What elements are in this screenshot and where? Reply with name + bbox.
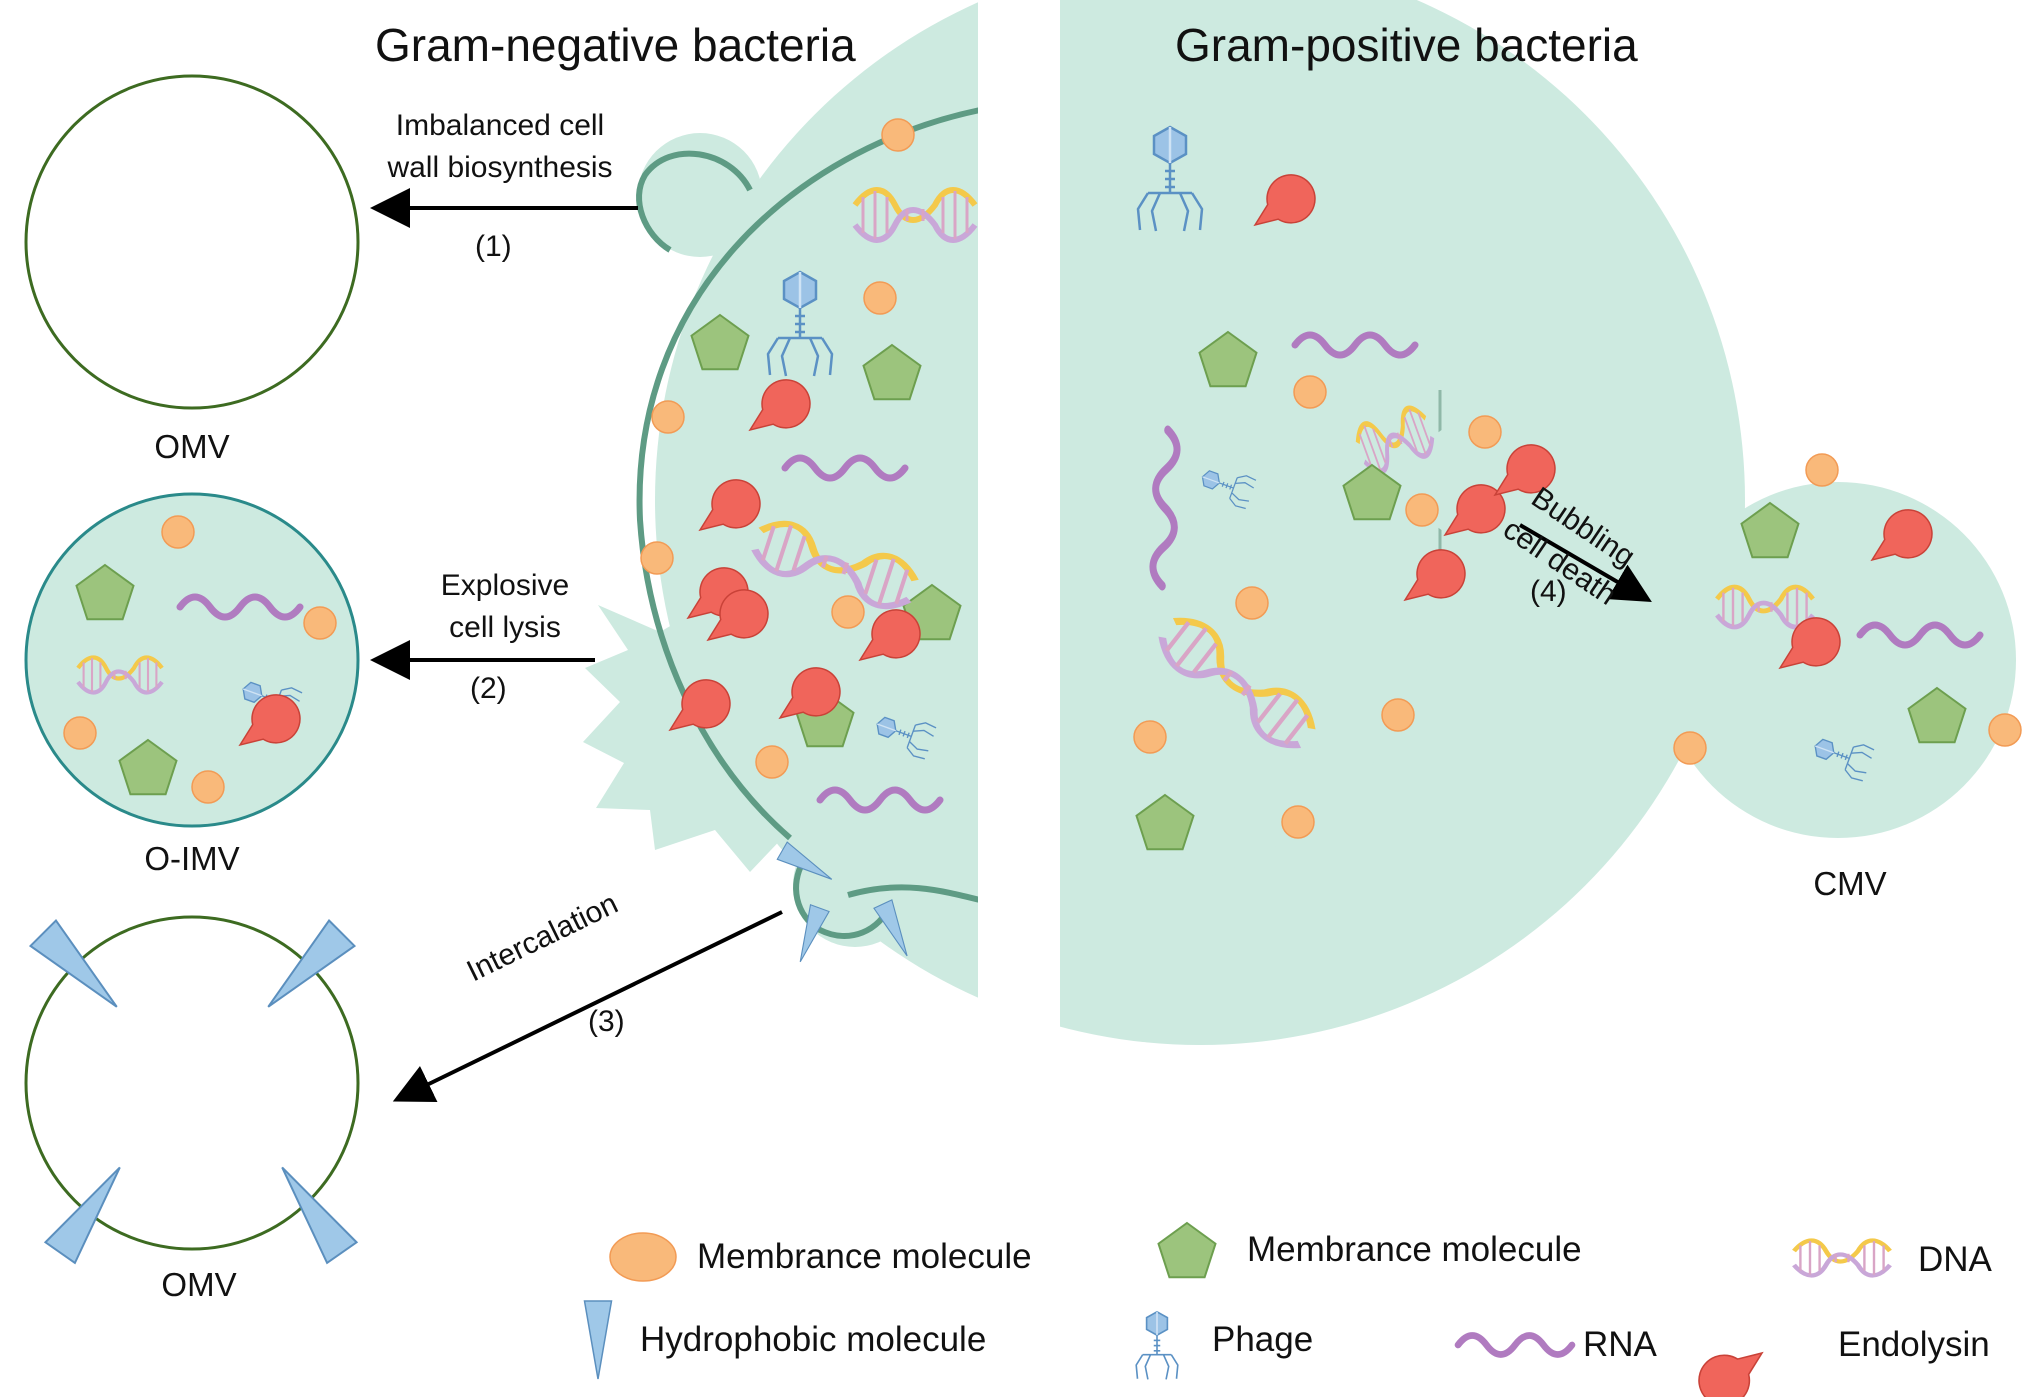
legend-rna-label: RNA	[1583, 1325, 1657, 1364]
process-1-step: (1)	[475, 230, 512, 263]
process-4-step: (4)	[1530, 575, 1567, 608]
omv-bottom-label: OMV	[161, 1266, 237, 1303]
legend-dna-label: DNA	[1918, 1240, 1992, 1279]
legend-hydrophobic-label: Hydrophobic molecule	[640, 1320, 987, 1359]
gram-negative-title: Gram-negative bacteria	[375, 19, 856, 71]
legend-rna-icon	[1458, 1336, 1572, 1355]
omv-bottom-vesicle	[24, 915, 360, 1264]
process-3-step: (3)	[588, 1005, 625, 1038]
legend-membrane-pentagon-icon	[1157, 1222, 1217, 1279]
legend-membrane-pentagon-label: Membrance molecule	[1247, 1230, 1582, 1269]
legend-membrane-circle-label: Membrance molecule	[697, 1237, 1032, 1276]
legend-membrane-circle-icon	[609, 1232, 677, 1282]
process-2-label: Explosive cell lysis	[405, 565, 605, 649]
legend-endolysin-label: Endolysin	[1838, 1325, 1990, 1364]
process-2-line1: Explosive	[440, 569, 570, 602]
arrow-4	[1518, 523, 1652, 603]
process-1-line2: wall biosynthesis	[387, 151, 613, 184]
oimv-vesicle	[24, 492, 360, 828]
legend-phage-label: Phage	[1212, 1320, 1314, 1359]
omv-top-vesicle	[24, 74, 360, 410]
legend-hydrophobic-icon	[583, 1300, 613, 1380]
process-2-line2: cell lysis	[449, 611, 561, 644]
process-1-label: Imbalanced cell wall biosynthesis	[360, 105, 640, 189]
process-1-line1: Imbalanced cell	[395, 109, 605, 142]
process-2-step: (2)	[470, 672, 507, 705]
oimv-label: O-IMV	[144, 840, 240, 877]
legend-dna-icon	[1794, 1241, 1890, 1276]
legend-endolysin-icon	[1698, 1352, 1763, 1397]
cmv-label: CMV	[1813, 865, 1887, 902]
legend-icons	[583, 1222, 1891, 1397]
legend-phage-icon	[1135, 1310, 1179, 1381]
arrow-3	[392, 910, 783, 1102]
gram-positive-cell	[1095, 100, 1556, 900]
cmv-vesicle	[1660, 453, 2022, 838]
omv-top-label: OMV	[154, 428, 230, 465]
gram-positive-title: Gram-positive bacteria	[1175, 19, 1638, 71]
